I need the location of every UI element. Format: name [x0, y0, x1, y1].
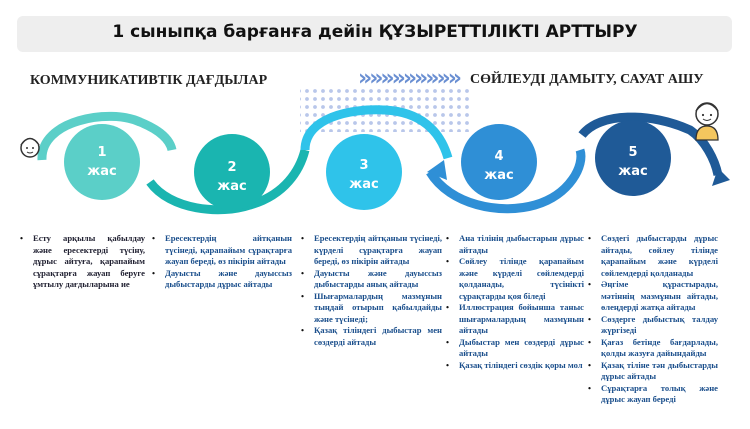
boy-face-icon: [20, 137, 40, 158]
list-item: •Иллюстрация бойынша таныс шығармалардың…: [446, 302, 584, 335]
page-title: 1 сыныпқа барғанға дейін ҚҰЗЫРЕТТІЛІКТІ …: [112, 22, 638, 42]
list-item: •Есту арқылы қабылдау және ересектерді т…: [20, 233, 145, 289]
speech-development-heading: СӨЙЛЕУДІ ДАМЫТУ, САУАТ АШУ: [470, 72, 704, 87]
circle-4: [461, 124, 537, 200]
arc-5: [578, 112, 723, 177]
list-item: •Шығармалардың мазмұнын тыңдай отырып қа…: [301, 290, 442, 324]
list-item: •Дауысты және дауыссыз дыбыстарды дұрыс …: [152, 267, 292, 290]
arrow-head-icon: [712, 168, 730, 186]
column-age-2: •Ересектердің айтқанын түсінеді, қарапай…: [152, 233, 292, 291]
list-item: •Ересектердің айтқанын түсінеді, күрделі…: [301, 233, 442, 266]
column-age-3: •Ересектердің айтқанын түсінеді, күрделі…: [301, 233, 442, 348]
list-item: •Сұрақтарға толық және дұрыс жауап беред…: [588, 382, 718, 405]
list-item: •Қазақ тіліне тән дыбыстарды дұрыс айтад…: [588, 359, 718, 382]
circle-1: [64, 124, 140, 200]
column-age-5: •Сөздегі дыбыстарды дұрыс айтады, сөйлеу…: [588, 233, 718, 406]
column-age-1: •Есту арқылы қабылдау және ересектерді т…: [20, 233, 145, 291]
arc-3: [300, 105, 453, 160]
list-item: •Қазақ тіліндегі дыбыстар мен сөздерді а…: [301, 325, 442, 347]
list-item: •Қазақ тіліндегі сөздік қоры мол: [446, 359, 583, 370]
chevron-arrows-icon: »»»»»»»»»: [358, 66, 462, 91]
circle-2: [194, 134, 270, 210]
arc-1: [37, 111, 177, 161]
list-item: •Ана тілінің дыбыстарын дұрыс айтады: [446, 233, 584, 255]
column-age-4: •Ана тілінің дыбыстарын дұрыс айтады •Сө…: [446, 233, 584, 371]
circle-3: [326, 134, 402, 210]
child-figure-icon: [695, 102, 719, 141]
circle-5: [595, 120, 671, 196]
list-item: •Дауысты және дауыссыз дыбыстарды анық а…: [301, 267, 442, 290]
communication-skills-heading: КОММУНИКАТИВТІК ДАҒДЫЛАР: [30, 73, 268, 88]
title-banner: [17, 16, 732, 52]
arc-4: [426, 148, 586, 214]
list-item: •Сөздегі дыбыстарды дұрыс айтады, сөйлеу…: [588, 233, 718, 278]
list-item: •Қағаз бетінде бағдарлады, қолды жазуға …: [588, 336, 718, 359]
arrow-head-icon-2: [427, 160, 447, 180]
list-item: •Сөздерге дыбыстық талдау жүргізеді: [588, 313, 718, 336]
list-item: •Ересектердің айтқанын түсінеді, қарапай…: [152, 233, 292, 266]
list-item: •Әңгіме құрастырады, мәтіннің мазмұнын а…: [588, 279, 718, 312]
list-item: •Дыбыстар мен сөздерді дұрыс айтады: [446, 336, 584, 359]
list-item: •Сөйлеу тілінде қарапайым және күрделі с…: [446, 256, 584, 301]
